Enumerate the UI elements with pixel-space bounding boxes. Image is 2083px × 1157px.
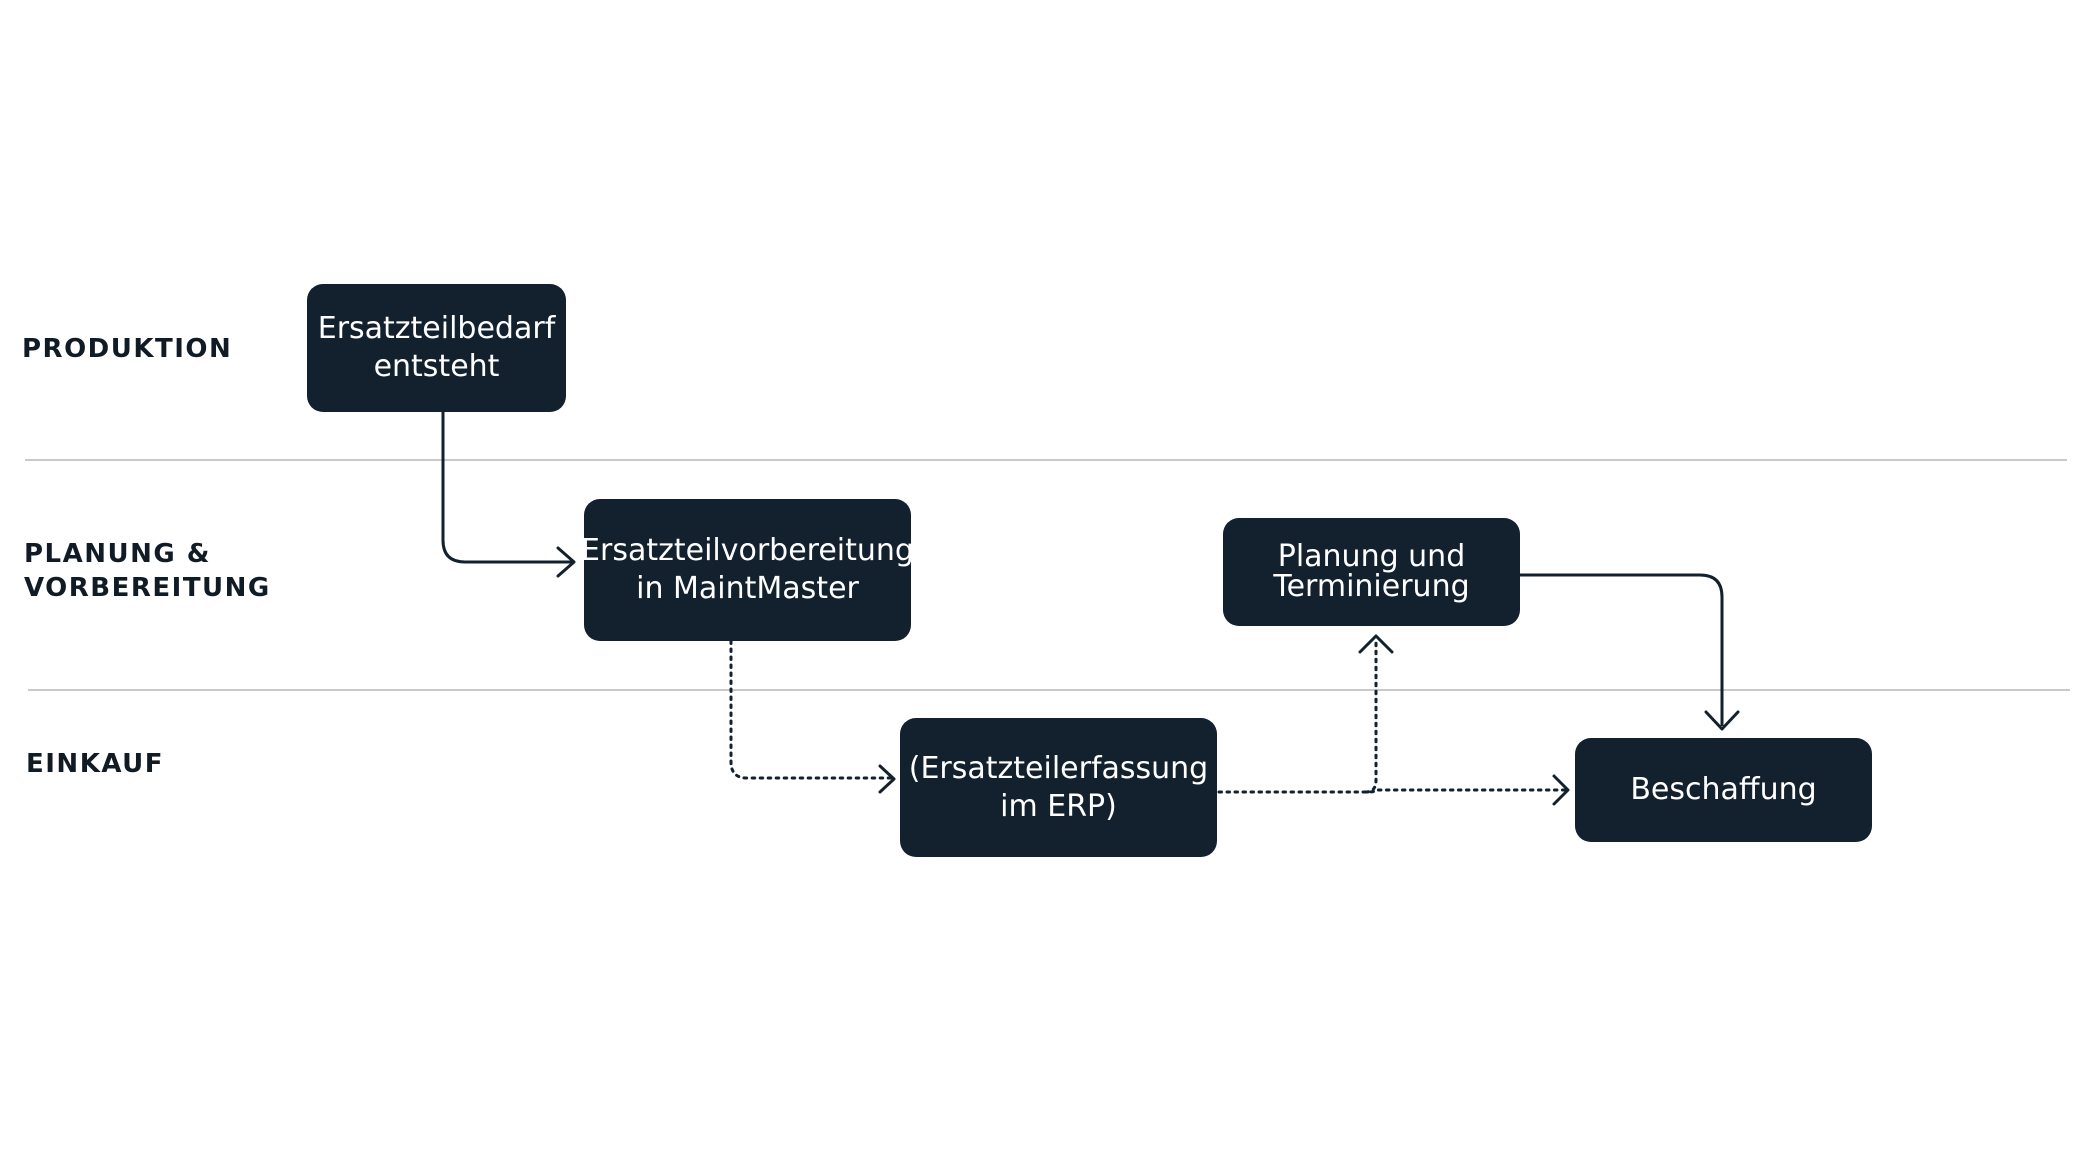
arrowhead-beschaffung-vertical (1704, 710, 1740, 731)
lane-label-einkauf: EINKAUF (26, 749, 165, 779)
edge-bedarf-to-vorbereitung (441, 412, 574, 564)
edge-erfassung-to-planung (1364, 638, 1378, 794)
lane-divider-1 (25, 459, 2067, 461)
edge-vorbereitung-to-erfassung (729, 639, 894, 780)
lane-label-produktion: PRODUKTION (22, 334, 233, 364)
node-beschaffung: Beschaffung (1575, 738, 1872, 842)
edge-erfassung-to-beschaffung (1217, 788, 1568, 794)
arrowhead-planung (1358, 634, 1394, 654)
arrowhead-erfassung (878, 764, 896, 794)
arrowhead-beschaffung-horizontal (1552, 774, 1570, 806)
edge-planung-to-beschaffung (1520, 573, 1724, 726)
node-ersatzteilvorbereitung: Ersatzteilvorbereitung in MaintMaster (581, 499, 914, 641)
node-ersatzteilbedarf: Ersatzteilbedarf entsteht (307, 284, 566, 412)
lane-divider-2 (28, 689, 2070, 691)
node-planung-terminierung: Planung und Terminierung (1223, 518, 1520, 626)
arrowhead-vorbereitung (556, 546, 576, 578)
lane-label-planung-vorbereitung: PLANUNG & VORBEREITUNG (24, 539, 271, 603)
node-ersatzteilerfassung: (Ersatzteilerfassung im ERP) (900, 718, 1217, 857)
